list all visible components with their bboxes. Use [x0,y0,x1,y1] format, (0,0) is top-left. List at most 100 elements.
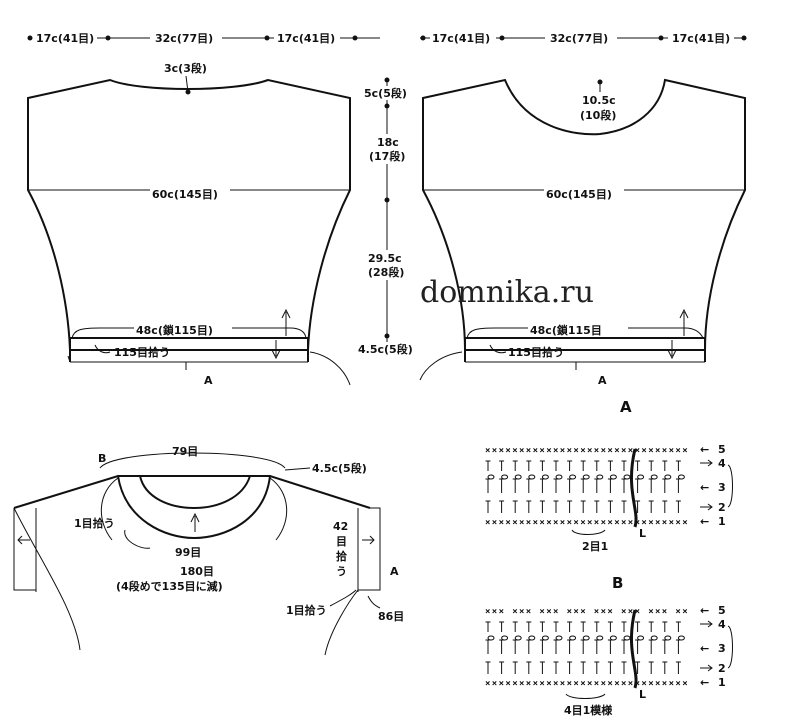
chart-sc-symbol: × [485,679,490,689]
chart-sc-symbol: × [675,679,680,689]
chart-ch-symbol [596,635,604,641]
chart-row-number: 1 [718,676,726,689]
chart-row-number: 5 [718,604,726,617]
chart-sc-symbol: × [648,679,653,689]
sleeve-pickup-4: う [336,565,347,578]
collar-pickup-left: 1目拾う [74,516,115,530]
chart-end-marker: L [639,527,646,540]
chart-sc-symbol: × [601,518,606,528]
chart-sc-symbol: × [614,518,619,528]
chart-sc-symbol: × [621,446,626,456]
chart-sc-symbol: × [675,518,680,528]
collar-top-count: 79目 [172,445,198,458]
chart-join-line [630,448,638,528]
chart-sc-symbol: × [553,679,558,689]
chart-ch-symbol [514,474,522,480]
chart-sc-symbol: × [635,607,640,617]
chart-sc-symbol: × [526,446,531,456]
chart-row-number: 4 [718,457,726,470]
chart-ch-symbol [582,474,590,480]
dim-yoke-2: (17段) [369,149,405,163]
chart-sc-symbol: × [594,518,599,528]
chart-ch-symbol [514,635,522,641]
chart-sc-symbol: × [669,679,674,689]
chart-sc-symbol: × [580,518,585,528]
chart-sc-symbol: × [682,679,687,689]
chart-sc-symbol: × [553,518,558,528]
collar-assembly: 79目 4.5c(5段) B 1目拾う 99目 180目 (4段めで135目に減… [13,445,404,656]
chart-sc-symbol: × [499,518,504,528]
chart-sc-symbol: × [594,446,599,456]
chart-sc-symbol: × [635,679,640,689]
chart-sc-symbol: × [492,679,497,689]
chart-sc-symbol: × [641,518,646,528]
chart-sc-symbol: × [512,446,517,456]
dim-hem: 4.5c(5段) [358,342,413,356]
chart-sc-symbol: × [587,679,592,689]
chart-ch-symbol [501,635,509,641]
chart-sc-symbol: × [675,607,680,617]
collar-total-1: 180目 [180,565,214,578]
dim-body-1: 29.5c [368,252,402,265]
sleeve-pickup-right: 1目拾う [286,603,327,617]
back-width: 60c(145目) [152,188,218,201]
chart-sc-symbol: × [573,446,578,456]
chart-ch-symbol [487,474,495,480]
chart-ch-symbol [555,474,563,480]
chart-sc-symbol: × [499,679,504,689]
chart-ch-symbol [677,474,685,480]
chart-ch-symbol [609,474,617,480]
chart-sc-symbol: × [648,607,653,617]
dim-shoulder: 5c(5段) [364,86,407,100]
sleeve-count: 86目 [378,610,404,623]
chart-sc-symbol: × [635,518,640,528]
chart-sc-symbol: × [526,607,531,617]
sleeve-ref: A [390,565,399,578]
chart-sc-symbol: × [499,446,504,456]
chart-sc-symbol: × [485,446,490,456]
front-piece: 10.5c (10段) 60c(145目) 48c(鎖115目 115目拾う A [419,78,746,387]
chart-ch-symbol [501,474,509,480]
back-piece: 3c(3段) 60c(145目) 48c(鎖115目) 115目拾う A [27,61,351,387]
chart-sc-symbol: × [682,607,687,617]
chart-sc-symbol: × [675,446,680,456]
chart-sc-symbol: × [546,518,551,528]
chart-sc-symbol: × [492,518,497,528]
back-neck-depth: 3c(3段) [164,61,207,75]
chart-sc-symbol: × [567,446,572,456]
chart-sc-symbol: × [512,607,517,617]
chart-ch-symbol [596,474,604,480]
back-hem-width: 48c(鎖115目) [136,323,213,337]
chart-row-number: 2 [718,501,726,514]
chart-row-arrow: ← [700,676,709,689]
chart-sc-symbol: × [601,607,606,617]
chart-ch-symbol [650,474,658,480]
chart-ch-symbol [582,635,590,641]
collar-pattern-ref: B [98,452,106,465]
chart-sc-symbol: × [580,679,585,689]
dim-body-2: (28段) [368,265,404,279]
collar-total-2: (4段めで135目に減) [116,579,223,593]
chart-sc-symbol: × [573,518,578,528]
chart-sc-symbol: × [641,446,646,456]
chart-sc-symbol: × [587,446,592,456]
back-pickup: 115目拾う [114,345,170,359]
chart-a-repeat: 2目1 [582,540,608,553]
chart-sc-symbol: × [669,518,674,528]
chart-sc-symbol: × [635,446,640,456]
chart-sc-symbol: × [539,518,544,528]
chart-join-line [630,609,638,689]
chart-sc-symbol: × [601,446,606,456]
chart-ch-symbol [609,635,617,641]
chart-sc-symbol: × [628,446,633,456]
front-hem-width: 48c(鎖115目 [530,323,602,337]
chart-sc-symbol: × [492,446,497,456]
sleeve-pickup-2: 目 [336,535,347,548]
chart-sc-symbol: × [607,518,612,528]
chart-sc-symbol: × [628,679,633,689]
chart-ch-symbol [664,635,672,641]
chart-ch-symbol [487,635,495,641]
chart-ch-symbol [569,635,577,641]
chart-b-repeat: 4目1模様 [564,703,613,717]
